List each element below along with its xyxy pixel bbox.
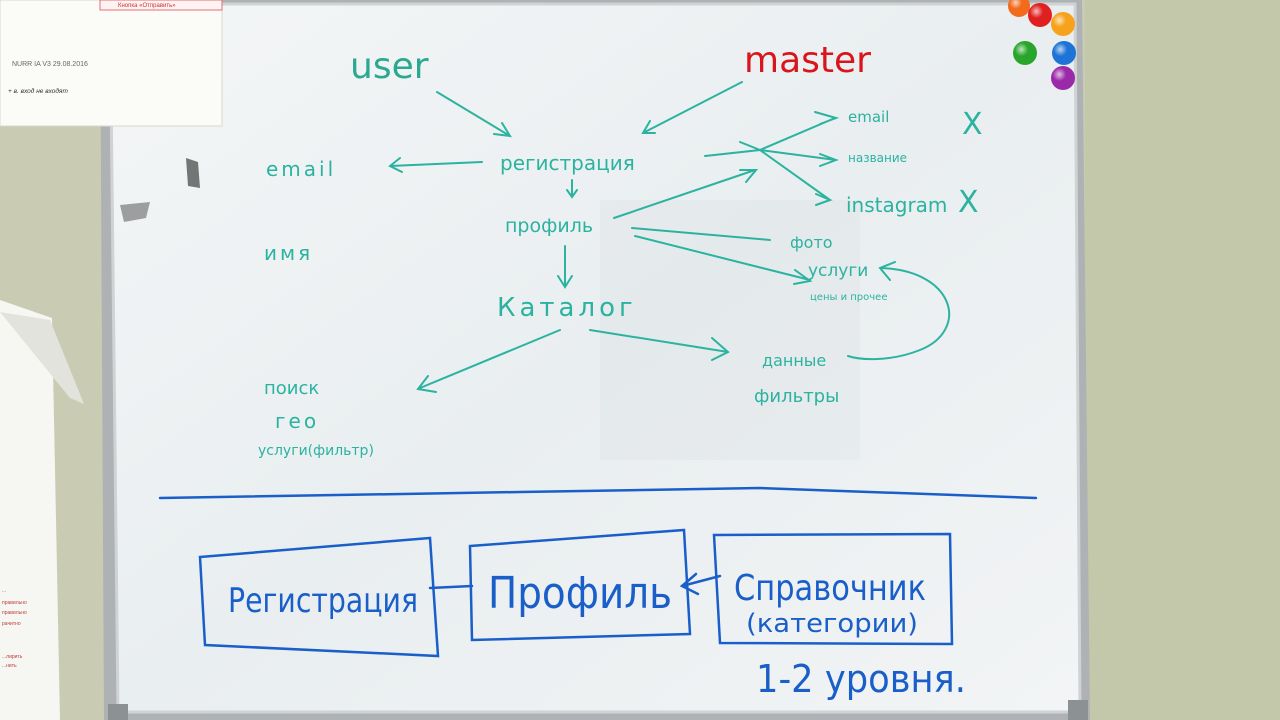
label-photo: фото bbox=[790, 233, 833, 252]
box-profile bbox=[468, 528, 692, 642]
marker-smudge bbox=[120, 202, 150, 222]
arrow-registration-to-email bbox=[388, 157, 483, 173]
frame-corner-right bbox=[1068, 700, 1088, 720]
label-title: название bbox=[848, 151, 907, 165]
label-profile: профиль bbox=[505, 215, 593, 237]
label-user: user bbox=[350, 46, 429, 87]
arrow-profile-fan bbox=[613, 169, 813, 285]
loop-arrow bbox=[847, 261, 950, 361]
magnets bbox=[1008, 0, 1076, 90]
left-sheet: ... правильно правильно рачитно ...лирит… bbox=[0, 300, 84, 720]
left-sheet-footer: ...нить bbox=[2, 663, 17, 669]
label-instagram: instagram bbox=[846, 193, 947, 217]
paper-version-line: NURR IA V3 29.08.2016 bbox=[12, 61, 88, 68]
paper-note-line: + в. вход не входят bbox=[8, 87, 68, 95]
label-search: поиск bbox=[264, 378, 319, 399]
left-sheet-line: рачитно bbox=[2, 621, 21, 627]
left-sheet-line: правильно bbox=[2, 610, 27, 616]
label-data: данные bbox=[762, 351, 826, 370]
label-prices: цены и прочее bbox=[810, 292, 887, 303]
box-catalog bbox=[712, 532, 954, 646]
arrow-master-to-registration bbox=[641, 81, 743, 134]
label-master: master bbox=[744, 40, 871, 81]
box-label-registration: Регистрация bbox=[228, 581, 418, 621]
link-registration-profile bbox=[428, 584, 474, 590]
left-sheet-footer: ...лирить bbox=[2, 654, 23, 660]
left-sheet-line: правильно bbox=[2, 600, 27, 606]
marker-smudge bbox=[186, 158, 200, 188]
label-services-filter: услуги(фильтр) bbox=[258, 443, 374, 459]
arrow-profile-to-catalog bbox=[557, 245, 573, 289]
label-name: имя bbox=[264, 241, 313, 265]
paper-header-link: Кнопка «Отправить» bbox=[118, 3, 176, 9]
arrow-registration-fan bbox=[704, 111, 840, 206]
label-email-left: email bbox=[266, 157, 336, 181]
label-services: услуги bbox=[808, 261, 868, 281]
arrow-catalog-to-search bbox=[416, 329, 561, 393]
label-filters: фильтры bbox=[754, 386, 839, 407]
left-sheet-line: ... bbox=[2, 588, 6, 594]
arrow-registration-to-profile bbox=[566, 179, 578, 199]
lower-labels: Регистрация Профиль Справочник (категори… bbox=[228, 568, 966, 701]
arrow-catalog-to-data bbox=[589, 329, 730, 361]
label-catalog: Каталог bbox=[497, 293, 637, 323]
label-geo: гео bbox=[275, 409, 319, 433]
paper-note: Кнопка «Отправить» NURR IA V3 29.08.2016… bbox=[0, 0, 223, 127]
lower-diagram bbox=[158, 486, 1038, 658]
tape-strip bbox=[0, 312, 84, 404]
wall-right-shade bbox=[1085, 0, 1280, 720]
upper-diagram bbox=[388, 81, 950, 393]
box-label-catalog-line2: (категории) bbox=[746, 609, 918, 639]
arrow-user-to-registration bbox=[436, 91, 512, 138]
label-email-right: email bbox=[848, 108, 889, 126]
box-label-profile: Профиль bbox=[488, 568, 672, 619]
arrow-catalog-to-profile bbox=[679, 572, 722, 596]
label-registration: регистрация bbox=[500, 151, 635, 175]
board-reflection bbox=[600, 200, 860, 460]
divider-line bbox=[158, 486, 1038, 500]
frame-corner-left bbox=[108, 704, 128, 720]
cross-mark: X bbox=[962, 107, 983, 142]
upper-labels: user регистрация профиль Каталог email и… bbox=[258, 46, 983, 459]
cross-mark: X bbox=[958, 185, 979, 220]
levels-note: 1-2 уровня. bbox=[756, 657, 966, 701]
box-label-catalog-line1: Справочник bbox=[734, 568, 926, 609]
box-registration bbox=[198, 536, 440, 658]
